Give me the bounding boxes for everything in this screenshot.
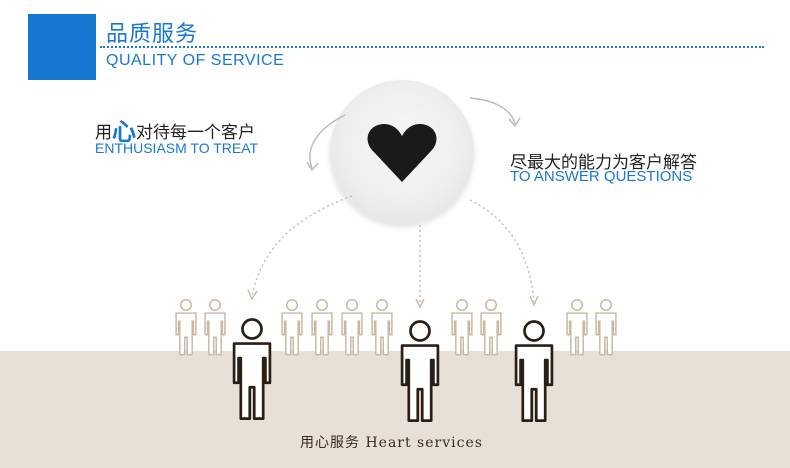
dotted-arrow-left (251, 195, 353, 297)
person-icon (232, 318, 272, 420)
page-subtitle: QUALITY OF SERVICE (106, 52, 285, 69)
left-curve-arrow (309, 114, 346, 169)
heart-icon (367, 124, 437, 182)
ground-band (0, 351, 790, 468)
right-slogan-en: TO ANSWER QUESTIONS (510, 168, 693, 185)
header-divider (100, 46, 764, 48)
page-title: 品质服务 (106, 22, 199, 47)
person-icon (514, 320, 554, 422)
person-icon (400, 320, 440, 422)
right-curve-arrow (469, 97, 516, 125)
caption: 用心服务 Heart services (300, 435, 483, 451)
left-slogan-en: ENTHUSIASM TO TREAT (95, 140, 259, 156)
dotted-arrow-right (469, 199, 535, 303)
header-accent-block (28, 14, 96, 80)
left-slogan-cn: 用心对待每一个客户 (95, 118, 255, 146)
right-slogan-cn: 尽最大的能力为客户解答 (510, 153, 697, 173)
